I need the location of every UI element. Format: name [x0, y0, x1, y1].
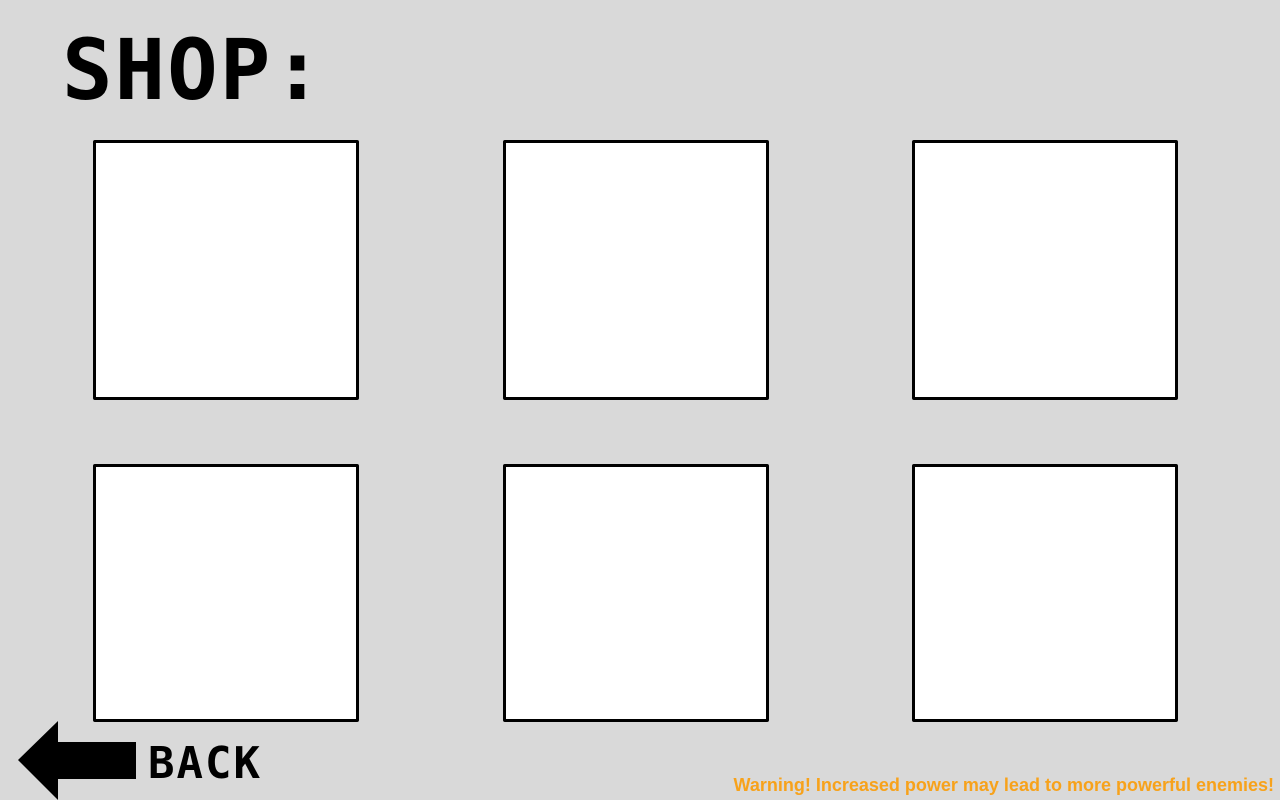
- arrow-left-icon: [18, 721, 136, 800]
- shop-grid: [93, 140, 1179, 723]
- back-button[interactable]: BACK: [18, 720, 278, 800]
- back-label: BACK: [148, 738, 262, 789]
- shop-slot-4[interactable]: [93, 464, 359, 722]
- warning-message: Warning! Increased power may lead to mor…: [733, 775, 1274, 795]
- shop-slot-5[interactable]: [503, 464, 769, 722]
- shop-slot-6[interactable]: [912, 464, 1178, 722]
- shop-slot-3[interactable]: [912, 140, 1178, 400]
- shop-slot-2[interactable]: [503, 140, 769, 400]
- shop-slot-1[interactable]: [93, 140, 359, 400]
- page-title: SHOP:: [62, 21, 325, 119]
